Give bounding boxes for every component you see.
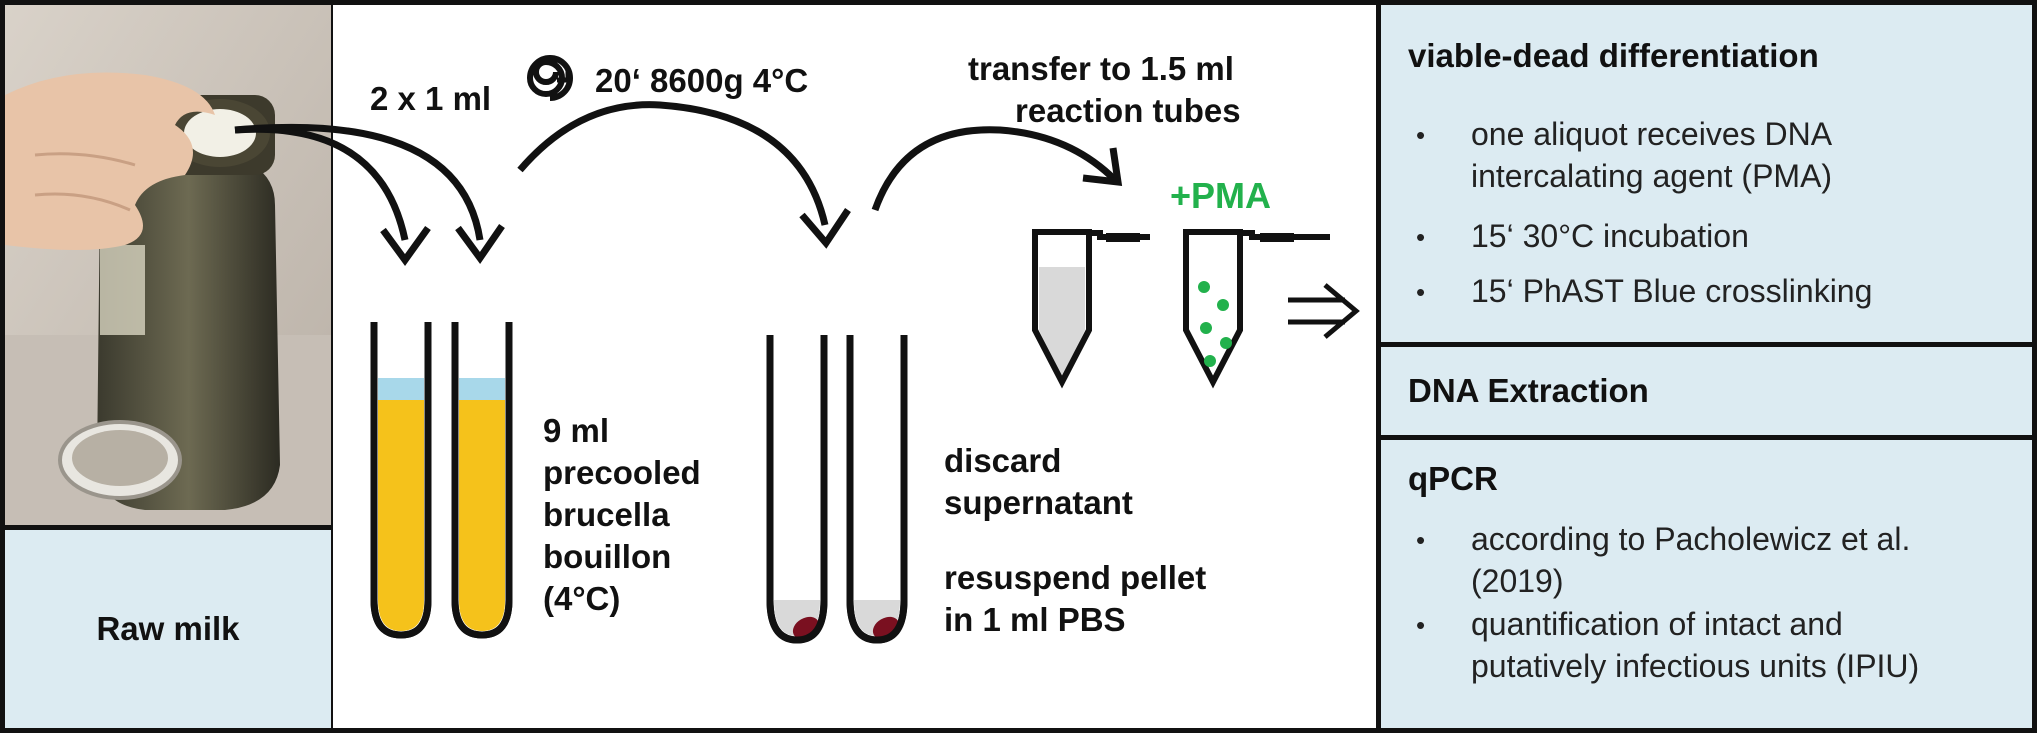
raw-milk-label: Raw milk	[96, 610, 240, 647]
broth-line-3: brucella	[543, 496, 670, 533]
qpcr-item-1-line2: (2019)	[1471, 563, 1564, 599]
qpcr-title: qPCR	[1408, 460, 1498, 497]
arrow-bottle-to-tube2	[234, 123, 505, 265]
qpcr-section: qPCR • according to Pacholewicz et al. (…	[1381, 440, 2032, 728]
viability-item-1-line1: one aliquot receives DNA	[1471, 116, 1833, 152]
pellet-tube-1	[766, 335, 828, 644]
double-arrow-icon	[1288, 283, 1360, 339]
resuspend-line-2: in 1 ml PBS	[944, 601, 1126, 638]
resuspend-line-1: resuspend pellet	[944, 559, 1207, 596]
broth-line-5: (4°C)	[543, 580, 621, 617]
broth-line-2: precooled	[543, 454, 701, 491]
bullet: •	[1416, 222, 1426, 252]
bullet: •	[1416, 120, 1426, 150]
viability-title: viable-dead differentiation	[1408, 37, 1819, 74]
broth-tube-2	[451, 322, 513, 639]
qpcr-item-1-line1: according to Pacholewicz et al.	[1471, 521, 1911, 557]
arrow-bottle-to-tube1	[234, 125, 431, 266]
discard-line-1: discard	[944, 442, 1062, 479]
aliquot-label: 2 x 1 ml	[370, 80, 492, 117]
centrifuge-icon	[526, 55, 573, 101]
raw-milk-photo	[5, 5, 331, 530]
arrow-to-centrifuge	[517, 101, 851, 249]
qpcr-item-2-line1: quantification of intact and	[1471, 606, 1843, 642]
broth-line-1: 9 ml	[543, 412, 610, 449]
viability-section: viable-dead differentiation • one aliquo…	[1381, 5, 2032, 347]
reaction-tube-pma	[1183, 229, 1330, 389]
pma-label: +PMA	[1170, 175, 1272, 216]
viability-item-1-line2: intercalating agent (PMA)	[1471, 158, 1833, 194]
bullet: •	[1416, 610, 1426, 640]
broth-line-4: bouillon	[543, 538, 672, 575]
transfer-label-line2: reaction tubes	[1015, 92, 1241, 129]
qpcr-item-2-line2: putatively infectious units (IPIU)	[1471, 648, 1920, 684]
arrow-to-reaction-tubes	[871, 126, 1123, 212]
reaction-tube-control	[1032, 229, 1150, 389]
viability-item-3: 15‘ PhAST Blue crosslinking	[1471, 273, 1873, 309]
bullet: •	[1416, 277, 1426, 307]
photo-panel: Raw milk	[0, 0, 336, 733]
discard-line-2: supernatant	[944, 484, 1133, 521]
centrifuge-label: 20‘ 8600g 4°C	[595, 62, 809, 99]
viability-item-2: 15‘ 30°C incubation	[1471, 218, 1749, 254]
bullet: •	[1416, 525, 1426, 555]
processing-panel: viable-dead differentiation • one aliquo…	[1376, 0, 2037, 733]
broth-tube-1	[370, 322, 432, 639]
transfer-label-line1: transfer to 1.5 ml	[968, 50, 1234, 87]
extraction-section: DNA Extraction	[1381, 347, 2032, 440]
extraction-title: DNA Extraction	[1408, 372, 1649, 409]
pellet-tube-2	[846, 335, 908, 644]
